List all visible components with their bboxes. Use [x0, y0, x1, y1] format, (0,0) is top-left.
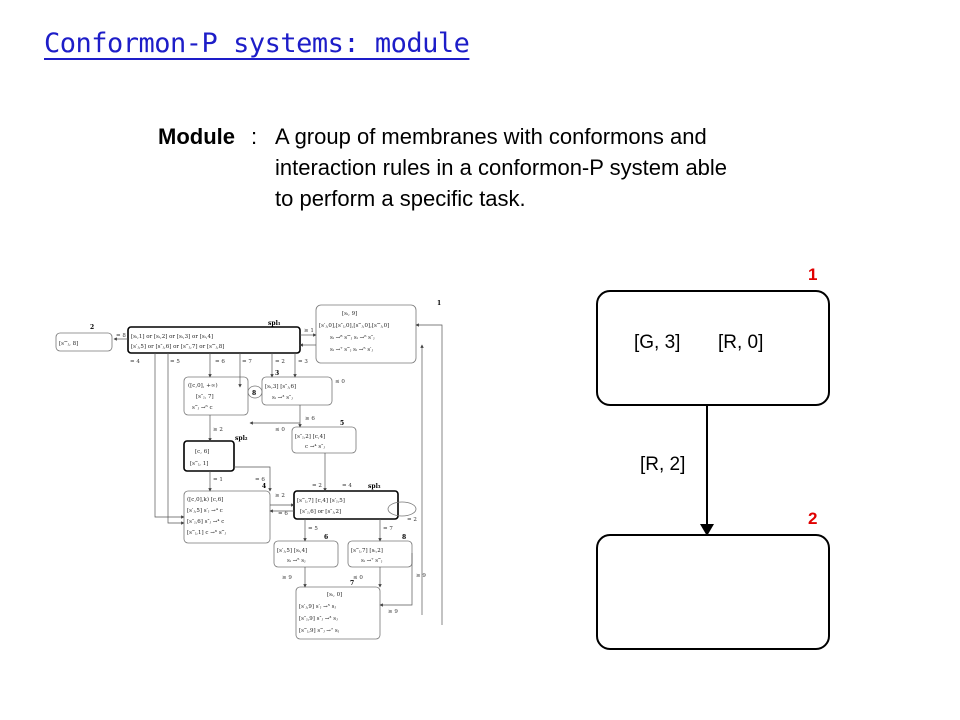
svg-text:c →⁴ s″ⱼ: c →⁴ s″ⱼ	[305, 443, 325, 450]
svg-text:[s″ⱼ,6] s″ⱼ →⁴ c: [s″ⱼ,6] s″ⱼ →⁴ c	[187, 518, 224, 525]
svg-text:sᵢ →⁷ s‴ⱼ sᵢ →⁵ s′ⱼ: sᵢ →⁷ s‴ⱼ sᵢ →⁵ s′ⱼ	[330, 346, 373, 353]
svg-text:[s″ⱼ,6] or [s″ⱼ,2]: [s″ⱼ,6] or [s″ⱼ,2]	[300, 509, 341, 515]
svg-text:[s′ⱼ,0],[s″ⱼ,0],[s‴ⱼ,0],[s⁗ⱼ,0: [s′ⱼ,0],[s″ⱼ,0],[s‴ⱼ,0],[s⁗ⱼ,0]	[319, 323, 389, 329]
svg-text:7: 7	[350, 580, 354, 587]
svg-text:≥ 2: ≥ 2	[275, 493, 285, 499]
svg-text:sᵢ →⁵ sⱼ: sᵢ →⁵ sⱼ	[287, 557, 306, 564]
figure-box-7	[295, 586, 381, 640]
svg-text:6: 6	[324, 534, 328, 541]
svg-text:= 2: = 2	[275, 359, 285, 365]
membrane-1	[596, 290, 830, 406]
svg-text:spl₁: spl₁	[268, 320, 281, 327]
svg-text:[s″ⱼ,9] s″ⱼ →³ sⱼ: [s″ⱼ,9] s″ⱼ →³ sⱼ	[299, 615, 338, 622]
svg-text:= 5: = 5	[170, 359, 180, 365]
svg-text:[s⁗ⱼ, 8]: [s⁗ⱼ, 8]	[59, 341, 78, 347]
figure-oval-8	[247, 385, 263, 399]
definition-colon: :	[251, 124, 258, 149]
figure-box-2	[55, 332, 113, 352]
membrane-1-conformon-g: [G, 3]	[634, 332, 681, 353]
svg-text:= 6: = 6	[215, 359, 225, 365]
svg-text:3: 3	[275, 370, 279, 377]
svg-text:[s‴ⱼ,7] [c,4] [s′ⱼ,5]: [s‴ⱼ,7] [c,4] [s′ⱼ,5]	[297, 498, 345, 504]
svg-text:[sᵢ,1] or [sᵢ,2] or [sᵢ,3] or: [sᵢ,1] or [sᵢ,2] or [sᵢ,3] or [sᵢ,4]	[131, 334, 213, 340]
svg-text:≥ 9: ≥ 9	[282, 575, 292, 581]
svg-text:[s″ⱼ, 7]: [s″ⱼ, 7]	[196, 394, 214, 400]
svg-text:= 5: = 5	[308, 526, 318, 532]
interaction-rule-label: [R, 2]	[640, 454, 686, 475]
membrane-2	[596, 534, 830, 650]
svg-text:spl₂: spl₂	[235, 435, 248, 442]
figure-oval-spl	[387, 501, 417, 517]
svg-text:[sᵢ,3] [s″ⱼ,6]: [sᵢ,3] [s″ⱼ,6]	[265, 384, 296, 390]
svg-text:= 3: = 3	[298, 359, 308, 365]
svg-text:[s′ⱼ,5] [sᵢ,4]: [s′ⱼ,5] [sᵢ,4]	[277, 548, 307, 554]
definition-line-2: interaction rules in a conformon-P syste…	[275, 155, 728, 180]
module-figure: [sᵢ, 9] [s′ⱼ,0],[s″ⱼ,0],[s‴ⱼ,0],[s⁗ⱼ,0] …	[50, 295, 450, 645]
svg-text:[sᵢ, 0]: [sᵢ, 0]	[327, 592, 342, 598]
svg-text:2: 2	[90, 324, 94, 331]
svg-text:≤ 0: ≤ 0	[275, 427, 285, 433]
svg-text:[s′ⱼ,5] s′ⱼ →⁴ c: [s′ⱼ,5] s′ⱼ →⁴ c	[187, 507, 223, 514]
svg-text:[s‴ⱼ, 1]: [s‴ⱼ, 1]	[190, 461, 208, 467]
figure-box-6	[273, 540, 339, 568]
svg-text:8: 8	[402, 534, 406, 541]
svg-text:[s‴ⱼ,1] c →⁶ s‴ⱼ: [s‴ⱼ,1] c →⁶ s‴ⱼ	[187, 529, 226, 536]
svg-text:[s′ⱼ,9] s′ⱼ →⁵ sⱼ: [s′ⱼ,9] s′ⱼ →⁵ sⱼ	[299, 603, 336, 610]
svg-text:[sᵢ, 9]: [sᵢ, 9]	[342, 311, 357, 317]
svg-text:4: 4	[262, 483, 266, 490]
slide-title: Conformon-P systems: module	[44, 28, 470, 59]
svg-text:≤ 0: ≤ 0	[353, 575, 363, 581]
svg-text:s‴ⱼ →⁶ c: s‴ⱼ →⁶ c	[192, 404, 213, 411]
svg-text:= 1: = 1	[213, 477, 223, 483]
svg-text:≥ 9: ≥ 9	[416, 573, 426, 579]
svg-text:[s′ⱼ,5] or [s″ⱼ,6] or [s‴ⱼ,7]: [s′ⱼ,5] or [s″ⱼ,6] or [s‴ⱼ,7] or [s⁗ⱼ,8]	[131, 344, 224, 350]
membrane-2-number: 2	[808, 509, 818, 528]
svg-text:= 4: = 4	[130, 359, 140, 365]
svg-text:sᵢ →⁷ s‴ⱼ: sᵢ →⁷ s‴ⱼ	[361, 557, 383, 564]
svg-text:[c, 6]: [c, 6]	[195, 449, 209, 455]
svg-text:8: 8	[252, 390, 256, 397]
svg-text:≤ 0: ≤ 0	[335, 379, 345, 385]
svg-text:spl₃: spl₃	[368, 483, 381, 490]
svg-text:≥ 2: ≥ 2	[213, 427, 223, 433]
svg-text:≥ 1: ≥ 1	[304, 328, 314, 334]
definition-term: Module	[158, 124, 235, 149]
svg-text:= 6: = 6	[255, 477, 265, 483]
svg-text:≥ 6: ≥ 6	[305, 416, 315, 422]
svg-text:sᵢ →³ s″ⱼ: sᵢ →³ s″ⱼ	[272, 394, 293, 401]
figure-splitter-1	[127, 326, 301, 354]
definition-line-1: A group of membranes with conformons and	[275, 124, 707, 149]
definition-line-3: to perform a specific task.	[275, 186, 526, 211]
svg-text:[s‴ⱼ,7] [sᵢ,2]: [s‴ⱼ,7] [sᵢ,2]	[351, 548, 383, 554]
figure-box-1	[315, 304, 417, 364]
svg-text:= 8: = 8	[116, 333, 126, 339]
svg-text:([c,0], +∞): ([c,0], +∞)	[188, 382, 218, 389]
figure-box-5	[291, 426, 357, 454]
svg-text:[s″ⱼ,2] [c,4]: [s″ⱼ,2] [c,4]	[295, 434, 325, 440]
svg-text:= 2: = 2	[312, 483, 322, 489]
svg-text:([c,0],k) [c,6]: ([c,0],k) [c,6]	[187, 496, 223, 503]
svg-text:1: 1	[437, 300, 441, 307]
svg-text:sᵢ →⁸ s⁗ⱼ sᵢ →⁶ s″ⱼ: sᵢ →⁸ s⁗ⱼ sᵢ →⁶ s″ⱼ	[330, 334, 375, 341]
svg-text:5: 5	[340, 420, 344, 427]
membrane-1-conformon-r: [R, 0]	[718, 332, 764, 353]
svg-text:[s‴ⱼ,9] s‴ⱼ →⁷ sⱼ: [s‴ⱼ,9] s‴ⱼ →⁷ sⱼ	[299, 627, 340, 634]
module-figure-svg: [sᵢ, 9] [s′ⱼ,0],[s″ⱼ,0],[s‴ⱼ,0],[s⁗ⱼ,0] …	[55, 300, 443, 640]
svg-text:≥ 9: ≥ 9	[388, 609, 398, 615]
svg-text:= 2: = 2	[407, 517, 417, 523]
svg-text:= 6: = 6	[278, 511, 288, 517]
svg-text:= 7: = 7	[383, 526, 393, 532]
svg-text:= 4: = 4	[342, 483, 352, 489]
figure-box-3	[183, 376, 249, 416]
membrane-1-number: 1	[808, 265, 818, 284]
svg-text:= 7: = 7	[242, 359, 252, 365]
